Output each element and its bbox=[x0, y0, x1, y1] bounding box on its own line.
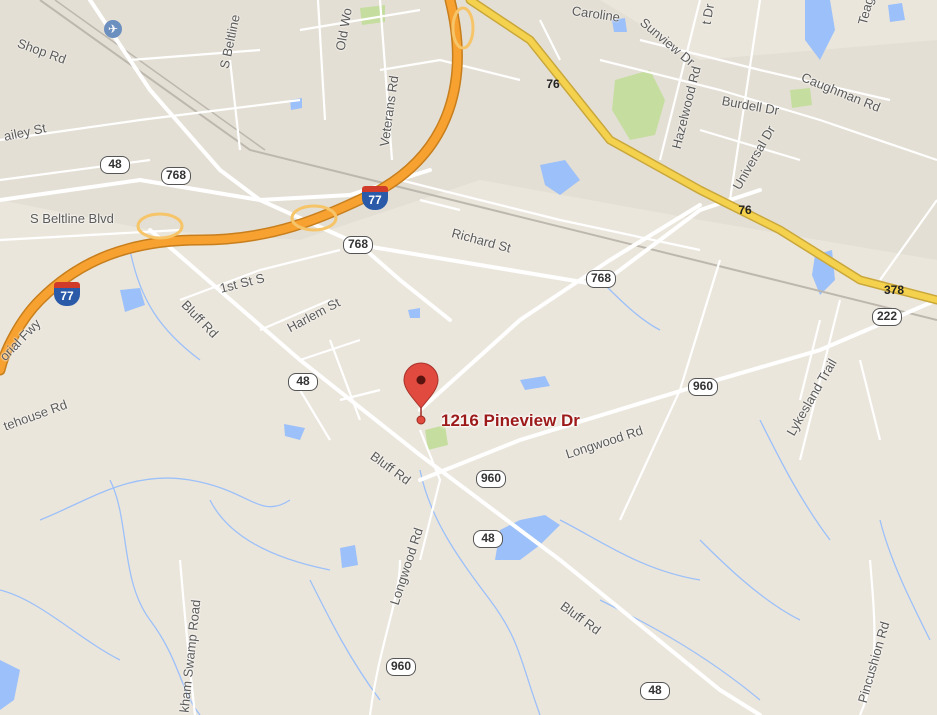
route-shield-768: 768 bbox=[586, 270, 617, 288]
us-route-shield-378: 378 bbox=[878, 278, 910, 302]
us-route-shield-76: 76 bbox=[540, 72, 566, 96]
map-pin-icon[interactable] bbox=[403, 362, 439, 425]
route-shield-48: 48 bbox=[473, 530, 503, 548]
route-shield-768: 768 bbox=[343, 236, 374, 254]
interstate-shield-77: 77 bbox=[362, 186, 388, 210]
route-shield-960: 960 bbox=[386, 658, 417, 676]
pin-label[interactable]: 1216 Pineview Dr bbox=[441, 411, 580, 430]
route-shield-768: 768 bbox=[161, 167, 192, 185]
route-shield-960: 960 bbox=[476, 470, 507, 488]
route-shield-960: 960 bbox=[688, 378, 719, 396]
road-label-t-dr: t Dr bbox=[698, 2, 718, 26]
road-label-s-beltline-blvd: S Beltline Blvd bbox=[30, 211, 114, 226]
route-shield-48: 48 bbox=[100, 156, 130, 174]
airplane-icon[interactable]: ✈ bbox=[104, 20, 122, 38]
route-shield-48: 48 bbox=[288, 373, 318, 391]
park-area bbox=[612, 70, 665, 140]
interstate-77 bbox=[0, 0, 475, 376]
route-shield-222: 222 bbox=[872, 308, 903, 326]
interstate-shield-77: 77 bbox=[54, 282, 80, 306]
us-highway-76 bbox=[465, 0, 937, 305]
route-shield-48: 48 bbox=[640, 682, 670, 700]
us-route-shield-76: 76 bbox=[732, 198, 758, 222]
